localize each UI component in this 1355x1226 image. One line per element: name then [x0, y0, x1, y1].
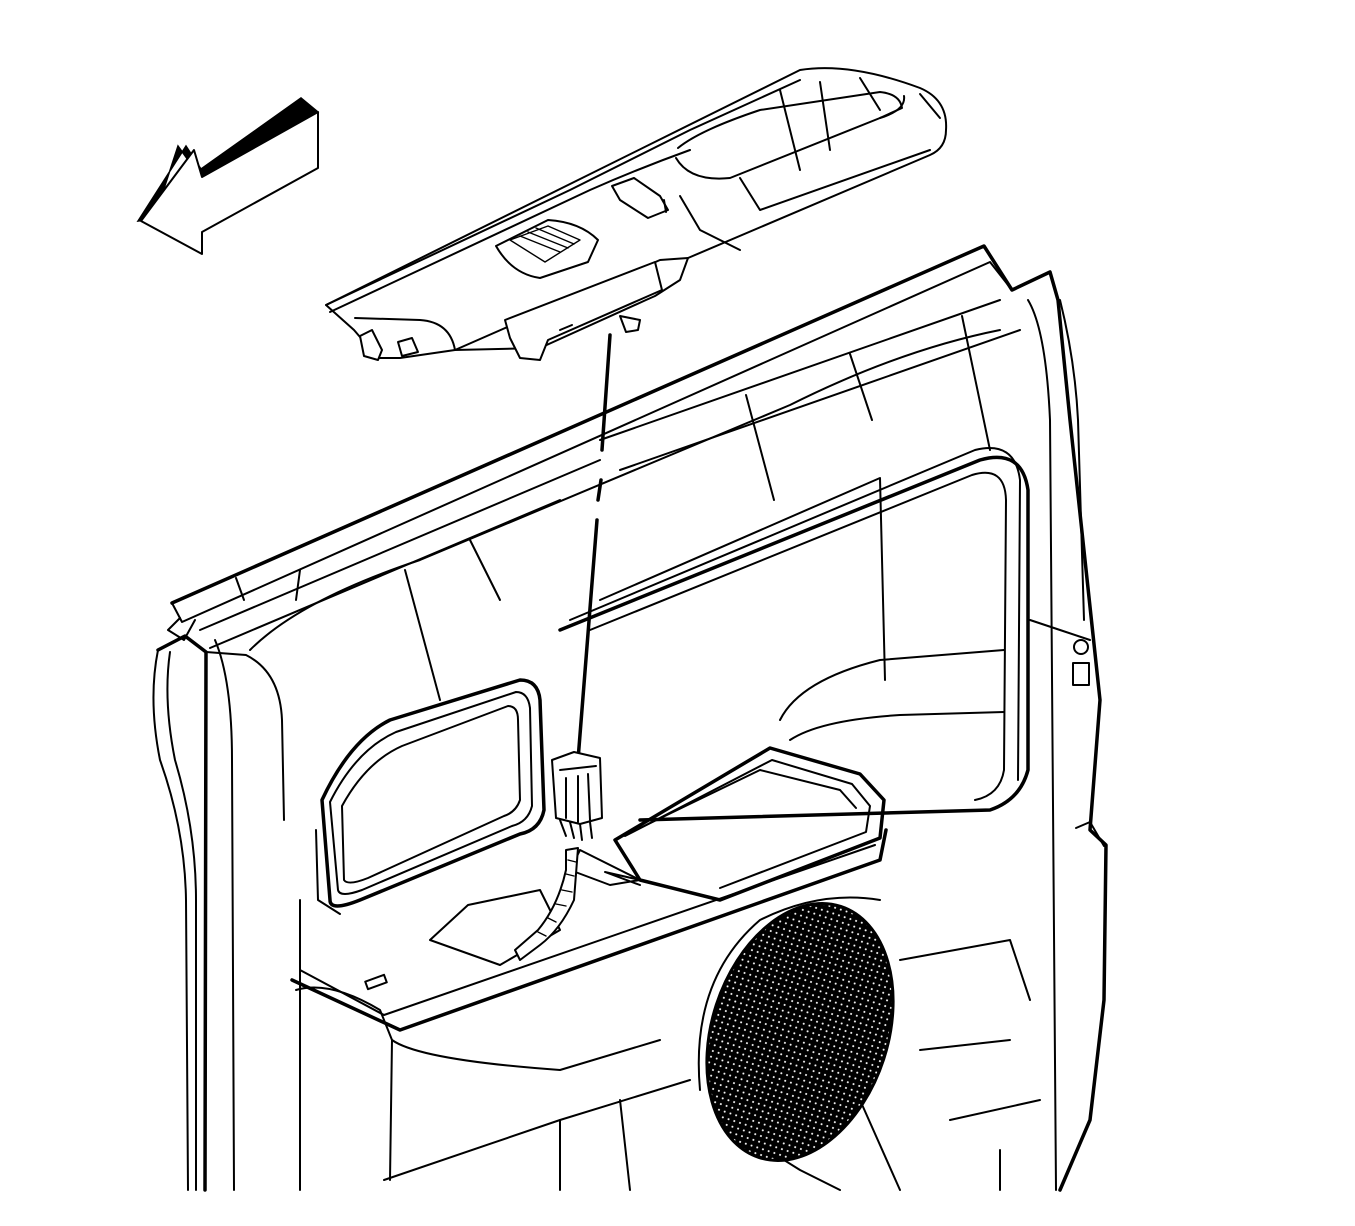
wiring-harness-connector: [514, 333, 612, 961]
window-switch-bezel: [325, 67, 948, 361]
arrow-icon: [136, 97, 320, 255]
speaker-grille: [705, 902, 895, 1162]
door-trim-panel: [152, 244, 1108, 1192]
